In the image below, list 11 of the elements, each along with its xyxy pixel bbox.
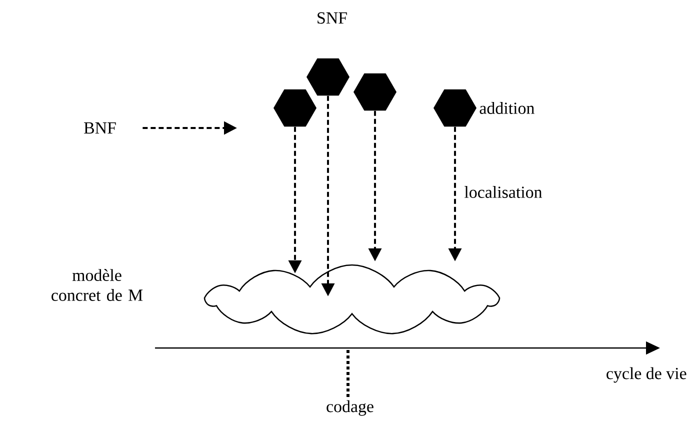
cloud-shape xyxy=(204,264,500,334)
label-text: codage xyxy=(326,400,374,416)
hexagon-shape xyxy=(354,73,396,111)
label-text: SNF xyxy=(318,12,347,24)
hexagon-shape xyxy=(434,89,476,127)
node-text: BNF xyxy=(84,122,116,134)
label-text: localisation xyxy=(464,186,542,198)
axis-label: cycle de vie xyxy=(606,367,686,383)
side-text: modèle concret de M xyxy=(52,269,143,301)
hexagon-shape xyxy=(274,89,316,127)
hexagon-shape xyxy=(306,58,350,96)
